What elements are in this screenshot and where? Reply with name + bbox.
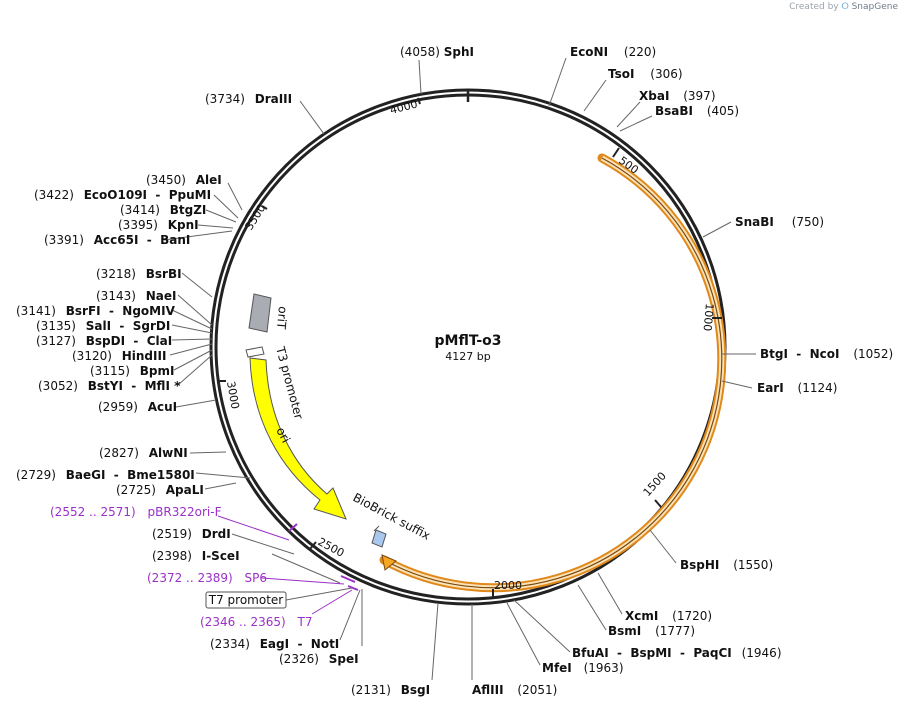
site-label[interactable]: (3135) SalI - SgrDI: [36, 319, 170, 333]
site-label[interactable]: EcoNI (220): [570, 45, 656, 59]
primers: (2552 .. 2571) pBR322ori-F (2372 .. 2389…: [50, 505, 359, 629]
t7-promoter-label: T7 promoter: [208, 593, 284, 607]
tick-label: 1500: [641, 470, 669, 500]
site-label[interactable]: EarI (1124): [757, 381, 837, 395]
site-label[interactable]: (2729) BaeGI - Bme1580I: [16, 468, 195, 482]
site-label[interactable]: (2725) ApaLI: [116, 483, 204, 497]
ori-label: ori: [273, 425, 293, 445]
site-label[interactable]: (4058) SphI: [400, 45, 474, 59]
site-label[interactable]: (3141) BsrFI - NgoMIV: [16, 304, 176, 318]
site-label[interactable]: (2398) I-SceI: [152, 549, 240, 563]
site-label[interactable]: (3052) BstYI - MflI *: [38, 379, 181, 393]
tick-label: 2000: [494, 579, 522, 592]
orit-label: oriT: [274, 306, 290, 331]
site-label[interactable]: AflIII (2051): [472, 683, 557, 697]
biobrick-suffix-feature[interactable]: BioBrick suffix: [351, 490, 433, 548]
ori-feature[interactable]: ori: [249, 357, 347, 520]
credit-prefix: Created by: [789, 2, 839, 12]
site-label[interactable]: (3422) EcoO109I - PpuMI: [34, 188, 211, 202]
credit-brand: SnapGene: [851, 2, 898, 12]
site-label[interactable]: XcmI (1720): [625, 609, 712, 623]
site-label[interactable]: BsmI (1777): [608, 624, 695, 638]
site-label[interactable]: (3143) NaeI: [96, 289, 176, 303]
site-label[interactable]: (3414) BtgZI: [120, 203, 206, 217]
site-label[interactable]: (3127) BspDI - ClaI: [36, 334, 172, 348]
primer-label[interactable]: (2372 .. 2389) SP6: [147, 571, 267, 585]
site-label[interactable]: BtgI - NcoI (1052): [760, 347, 893, 361]
snapgene-credit: Created by ⭘ SnapGene: [789, 2, 898, 12]
primer-label[interactable]: (2346 .. 2365) T7: [200, 615, 313, 629]
site-label[interactable]: MfeI (1963): [542, 661, 624, 675]
orit-feature[interactable]: oriT: [248, 293, 290, 333]
site-label[interactable]: (2334) EagI - NotI: [210, 637, 339, 651]
site-label[interactable]: (3395) KpnI: [118, 218, 199, 232]
t7-promoter-feature[interactable]: T7 promoter: [205, 587, 353, 609]
site-label[interactable]: (3120) HindIII: [72, 349, 166, 363]
site-label[interactable]: (3734) DraIII: [205, 92, 292, 106]
primer-label[interactable]: (2552 .. 2571) pBR322ori-F: [50, 505, 222, 519]
site-label[interactable]: (3450) AleI: [146, 173, 222, 187]
plasmid-size: 4127 bp: [445, 350, 490, 363]
site-label[interactable]: SnaBI (750): [735, 215, 824, 229]
site-label[interactable]: (2827) AlwNI: [99, 446, 188, 460]
site-label[interactable]: (2326) SpeI: [279, 652, 359, 666]
site-label[interactable]: (2519) DrdI: [152, 527, 231, 541]
site-label[interactable]: BspHI (1550): [680, 558, 773, 572]
site-label[interactable]: BfuAI - BspMI - PaqCI (1946): [572, 646, 782, 660]
tick-label: 3000: [224, 380, 242, 410]
site-label[interactable]: (2131) BsgI: [351, 683, 430, 697]
plasmid-name: pMflT-o3: [435, 333, 502, 349]
site-labels: (4058) SphI EcoNI (220) TsoI (306) XbaI …: [16, 45, 893, 697]
site-leaders: [163, 57, 756, 681]
cds-feature[interactable]: [379, 153, 727, 593]
site-label[interactable]: (3218) BsrBI: [96, 267, 182, 281]
snapgene-logo-icon: ⭘: [841, 2, 849, 12]
site-label[interactable]: (3115) BpmI: [90, 364, 174, 378]
site-label[interactable]: XbaI (397): [639, 89, 716, 103]
site-label[interactable]: (3391) Acc65I - BanI: [44, 233, 190, 247]
site-label[interactable]: (2959) AcuI: [98, 400, 177, 414]
t3-promoter-label: T3 promoter: [273, 344, 306, 421]
site-label[interactable]: BsaBI (405): [655, 104, 739, 118]
site-label[interactable]: TsoI (306): [608, 67, 683, 81]
biobrick-suffix-label: BioBrick suffix: [351, 490, 433, 542]
tick-label: 1000: [701, 303, 716, 332]
